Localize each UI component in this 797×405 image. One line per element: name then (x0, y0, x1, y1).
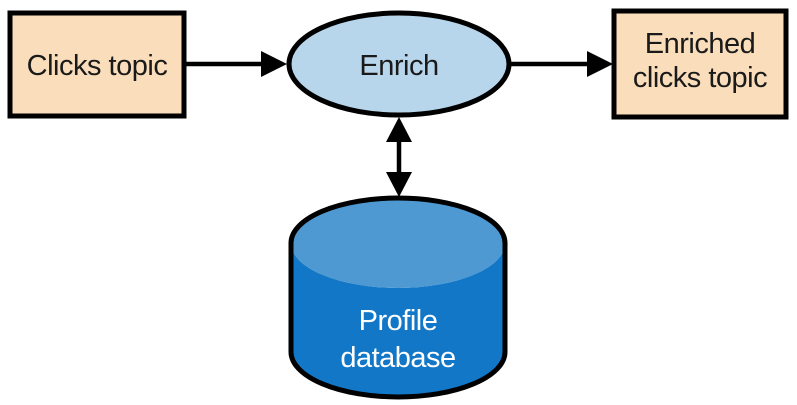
database-cylinder-outline-top (288, 195, 508, 246)
enrich-ellipse (286, 10, 512, 118)
arrow-enrich-database-up-head (386, 117, 412, 142)
enrich-label: Enrich (359, 50, 438, 82)
profile-database-node: Profile database (288, 195, 508, 400)
enriched-clicks-topic-box (611, 8, 789, 120)
enriched-clicks-topic-label-line2: clicks topic (633, 62, 767, 94)
database-cylinder-outline-sides (288, 240, 508, 400)
enriched-clicks-topic-node: Enriched clicks topic (611, 8, 789, 120)
arrow-clicks-to-enrich-head (261, 51, 287, 77)
arrow-clicks-to-enrich (186, 51, 287, 77)
arrow-enrich-to-enriched (510, 51, 613, 77)
database-cylinder-top (291, 198, 505, 288)
clicks-topic-label: Clicks topic (27, 50, 168, 82)
enriched-clicks-topic-label-line1: Enriched (645, 28, 755, 60)
clicks-topic-box (7, 10, 187, 119)
profile-database-label-line2: database (340, 342, 455, 374)
arrow-enrich-to-enriched-head (587, 51, 613, 77)
arrow-enrich-database-down-head (386, 172, 412, 197)
database-cylinder-body (291, 243, 505, 397)
arrow-enrich-database-bidirectional (386, 117, 412, 197)
profile-database-label-line1: Profile (359, 305, 438, 337)
clicks-topic-node: Clicks topic (7, 10, 187, 119)
enrich-node: Enrich (286, 10, 512, 118)
